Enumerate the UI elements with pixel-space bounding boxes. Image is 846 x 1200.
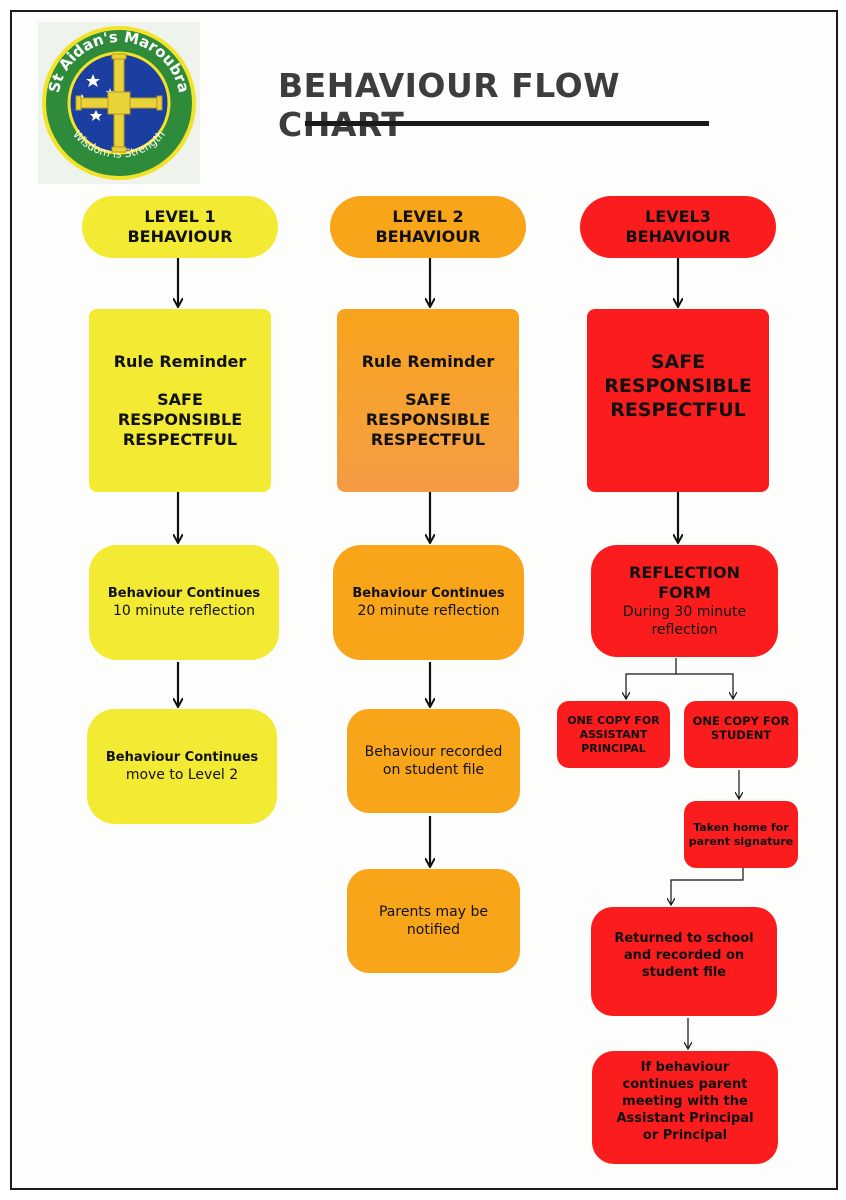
level1-step1-title: Behaviour Continues xyxy=(107,586,261,601)
level2-rule-safe: SAFE xyxy=(405,389,451,409)
level3-header: LEVEL3 BEHAVIOUR xyxy=(580,196,776,258)
level2-step2: Behaviour recorded on student file xyxy=(347,709,520,813)
level3-form-title-line1: REFLECTION xyxy=(629,563,740,582)
level3-copy-student-line1: ONE COPY FOR xyxy=(692,713,790,728)
level2-step1-title: Behaviour Continues xyxy=(352,586,505,601)
level3-taken-home-line2: parent signature xyxy=(688,834,794,848)
level3-header-line2: BEHAVIOUR xyxy=(625,227,731,246)
level3-copy-ap-line1: ONE COPY FOR xyxy=(567,713,660,727)
level3-returned-line3: student file xyxy=(641,965,727,980)
level1-step1-text: 10 minute reflection xyxy=(112,603,256,619)
level1-step1: Behaviour Continues 10 minute reflection xyxy=(89,545,279,660)
level3-taken-home: Taken home for parent signature xyxy=(684,801,798,868)
level3-meeting-line2: continues parent xyxy=(622,1077,748,1092)
level3-meeting-line3: meeting with the xyxy=(622,1094,748,1109)
level3-copy-student: ONE COPY FOR STUDENT xyxy=(684,701,798,768)
level3-meeting-line4: Assistant Principal xyxy=(616,1111,754,1126)
level1-rule-safe: SAFE xyxy=(157,389,203,409)
level1-step2-title: Behaviour Continues xyxy=(105,750,259,765)
level3-meeting-line1: If behaviour xyxy=(640,1060,730,1075)
level3-returned-to-school: Returned to school and recorded on stude… xyxy=(591,907,777,1016)
level2-header: LEVEL 2 BEHAVIOUR xyxy=(330,196,526,258)
level2-header-line2: BEHAVIOUR xyxy=(375,227,481,246)
level1-rule-responsible: RESPONSIBLE xyxy=(117,409,243,429)
connector-form-split xyxy=(626,658,677,698)
level3-copy-ap-line2: ASSISTANT xyxy=(579,727,648,741)
level2-rule-reminder: Rule Reminder SAFE RESPONSIBLE RESPECTFU… xyxy=(337,309,519,492)
level3-rule-values: SAFE RESPONSIBLE RESPECTFUL xyxy=(587,309,769,492)
school-logo: St Aidan's Maroubra Wisdom is Strength xyxy=(38,22,200,184)
level1-step2: Behaviour Continues move to Level 2 xyxy=(87,709,277,824)
level3-returned-line2: and recorded on xyxy=(623,948,745,963)
level3-copy-student-line2: STUDENT xyxy=(710,727,772,742)
level3-rule-respectful: RESPECTFUL xyxy=(610,398,746,421)
level1-rule-reminder: Rule Reminder SAFE RESPONSIBLE RESPECTFU… xyxy=(89,309,271,492)
level3-form-title-line2: FORM xyxy=(658,583,711,602)
level3-header-line1: LEVEL3 xyxy=(645,207,711,226)
level3-rule-responsible: RESPONSIBLE xyxy=(604,374,752,397)
level1-rule-respectful: RESPECTFUL xyxy=(122,429,238,449)
level1-step2-text: move to Level 2 xyxy=(125,767,239,783)
level3-copy-ap-line3: PRINCIPAL xyxy=(581,741,646,755)
level2-step1: Behaviour Continues 20 minute reflection xyxy=(333,545,524,660)
level3-form-text-line2: reflection xyxy=(651,622,718,638)
level1-rule-title: Rule Reminder xyxy=(113,351,247,371)
level3-returned-line1: Returned to school xyxy=(614,931,754,946)
connector-home-to-returned xyxy=(671,868,744,904)
level2-step3-line1: Parents may be xyxy=(378,904,488,920)
level2-header-line1: LEVEL 2 xyxy=(392,207,464,226)
level3-meeting-line5: or Principal xyxy=(642,1128,728,1143)
level2-rule-respectful: RESPECTFUL xyxy=(370,429,486,449)
level3-taken-home-line1: Taken home for xyxy=(693,820,789,834)
level3-parent-meeting: If behaviour continues parent meeting wi… xyxy=(592,1051,778,1164)
level1-header-line2: BEHAVIOUR xyxy=(127,227,233,246)
connector-form-to-student xyxy=(676,673,733,698)
level2-step2-line1: Behaviour recorded xyxy=(364,744,503,760)
level1-header-line1: LEVEL 1 xyxy=(144,207,216,226)
level2-rule-title: Rule Reminder xyxy=(361,351,495,371)
level2-step3: Parents may be notified xyxy=(347,869,520,973)
level3-copy-assistant-principal: ONE COPY FOR ASSISTANT PRINCIPAL xyxy=(557,701,670,768)
level2-step3-line2: notified xyxy=(406,922,461,938)
level3-form-text-line1: During 30 minute xyxy=(622,604,747,620)
level1-header: LEVEL 1 BEHAVIOUR xyxy=(82,196,278,258)
level3-rule-safe: SAFE xyxy=(650,350,706,373)
title-underline xyxy=(305,121,709,126)
level2-step2-line2: on student file xyxy=(382,762,485,778)
level3-reflection-form: REFLECTION FORM During 30 minute reflect… xyxy=(591,545,778,657)
level2-rule-responsible: RESPONSIBLE xyxy=(365,409,491,429)
level2-step1-text: 20 minute reflection xyxy=(357,603,500,619)
cross-emblem xyxy=(75,53,163,153)
